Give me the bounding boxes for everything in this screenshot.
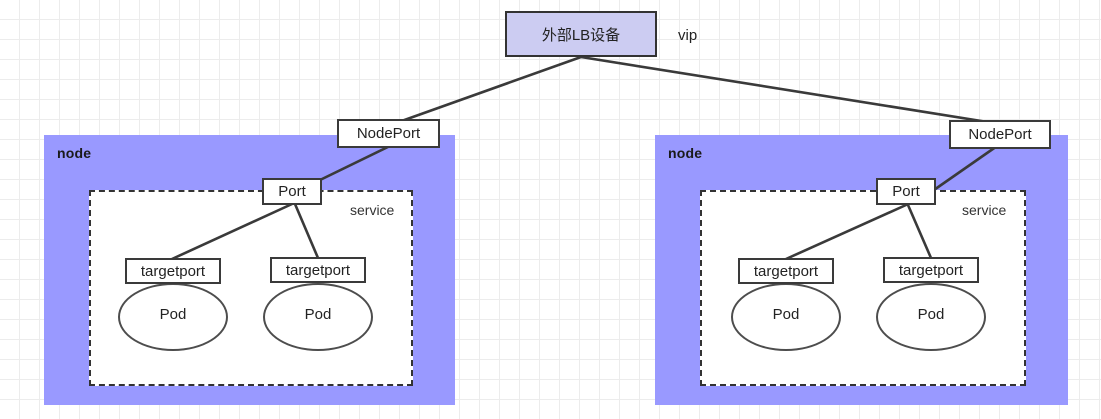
targetport-box-left-1[interactable]: targetport	[125, 258, 221, 284]
pod-left-2[interactable]: Pod	[263, 283, 373, 351]
targetport-label-left-1: targetport	[140, 262, 206, 280]
targetport-label-left-2: targetport	[285, 261, 351, 279]
external-lb-box[interactable]: 外部LB设备	[505, 11, 657, 57]
external-lb-label: 外部LB设备	[541, 26, 621, 44]
pod-label-right-2: Pod	[917, 305, 945, 323]
edge-lb-to-nodeport-right	[579, 55, 1002, 126]
pod-label-left-2: Pod	[304, 305, 332, 323]
port-box-left[interactable]: Port	[262, 178, 322, 205]
port-label-left: Port	[278, 183, 306, 200]
nodeport-label-right: NodePort	[968, 126, 1032, 143]
service-label-right: service	[962, 202, 1007, 218]
service-box-right	[700, 190, 1026, 386]
port-label-right: Port	[892, 183, 920, 200]
pod-label-right-1: Pod	[772, 305, 800, 323]
edge-lb-to-nodeport-left	[394, 55, 583, 125]
pod-left-1[interactable]: Pod	[118, 283, 228, 351]
node-label-left: node	[57, 145, 92, 161]
service-label-left: service	[350, 202, 395, 218]
targetport-label-right-1: targetport	[753, 262, 819, 280]
pod-label-left-1: Pod	[159, 305, 187, 323]
port-box-right[interactable]: Port	[876, 178, 936, 205]
targetport-label-right-2: targetport	[898, 261, 964, 279]
vip-label: vip	[678, 27, 698, 44]
pod-right-2[interactable]: Pod	[876, 283, 986, 351]
pod-right-1[interactable]: Pod	[731, 283, 841, 351]
nodeport-box-left[interactable]: NodePort	[337, 119, 440, 148]
nodeport-box-right[interactable]: NodePort	[949, 120, 1051, 149]
targetport-box-right-2[interactable]: targetport	[883, 257, 979, 283]
service-box-left	[89, 190, 413, 386]
nodeport-label-left: NodePort	[356, 125, 421, 142]
targetport-box-left-2[interactable]: targetport	[270, 257, 366, 283]
node-label-right: node	[668, 145, 703, 161]
targetport-box-right-1[interactable]: targetport	[738, 258, 834, 284]
